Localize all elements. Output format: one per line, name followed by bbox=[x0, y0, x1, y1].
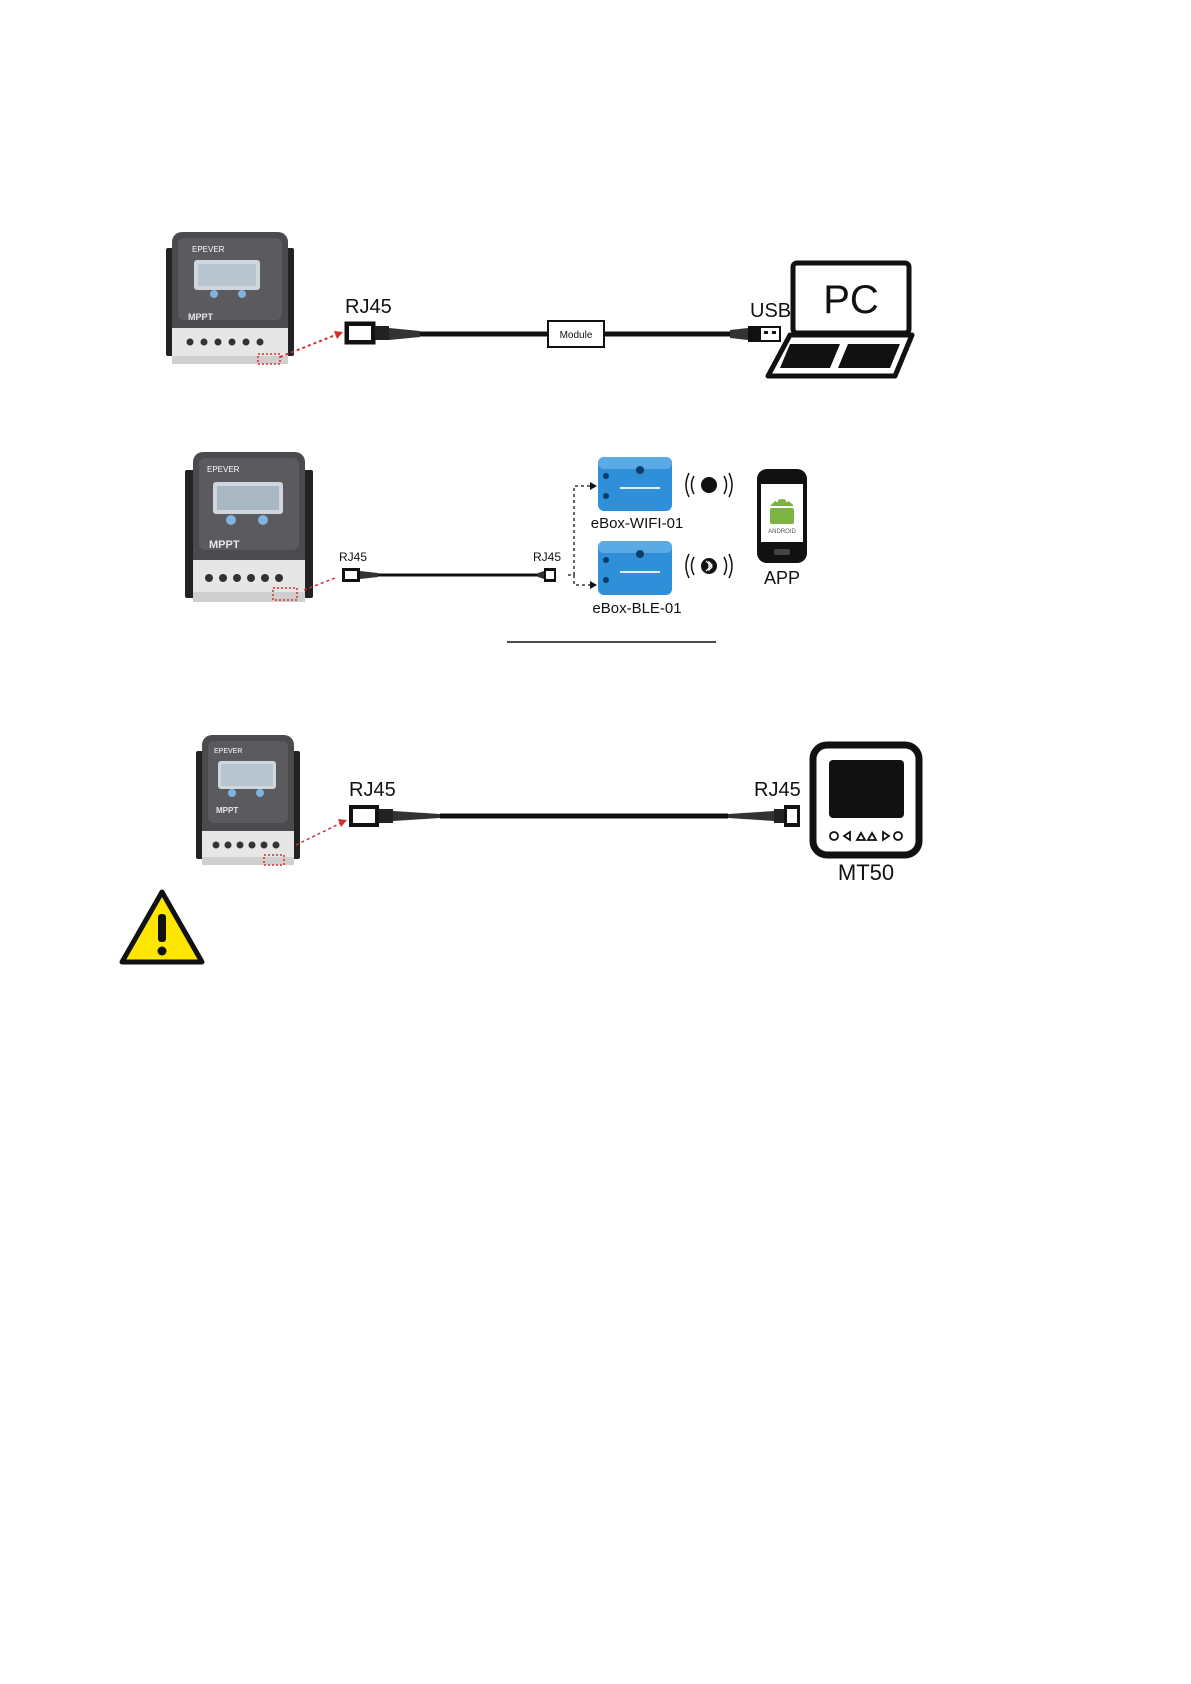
mt50-label: MT50 bbox=[838, 860, 894, 885]
controller-model: MPPT bbox=[209, 539, 240, 551]
rj45-right-label: RJ45 bbox=[754, 779, 801, 801]
rj45-label: RJ45 bbox=[345, 296, 392, 318]
controller-brand: EPEVER bbox=[207, 465, 240, 474]
rj45-connector-right bbox=[538, 568, 556, 582]
mt50-display-icon bbox=[813, 745, 919, 855]
pc-label: PC bbox=[823, 278, 879, 322]
controller-model: MPPT bbox=[188, 312, 214, 322]
controller-model: MPPT bbox=[216, 806, 238, 815]
warning-icon bbox=[118, 888, 206, 968]
android-phone-icon: ANDROID bbox=[757, 469, 807, 563]
rj45-connector-left bbox=[349, 805, 440, 827]
usb-connector bbox=[730, 326, 780, 342]
controller-device: EPEVER MPPT bbox=[196, 735, 300, 865]
bluetooth-signal-icon bbox=[686, 554, 732, 578]
android-text: ANDROID bbox=[768, 529, 796, 535]
controller-device: EPEVER MPPT bbox=[185, 452, 313, 602]
usb-label: USB bbox=[750, 300, 791, 322]
rj45-connector-right bbox=[728, 805, 800, 827]
controller-brand: EPEVER bbox=[214, 748, 242, 755]
ebox-wifi-label: eBox-WIFI-01 bbox=[591, 515, 684, 532]
rj45-left-label: RJ45 bbox=[339, 550, 367, 564]
rj45-left-label: RJ45 bbox=[349, 779, 396, 801]
diagram-pc-connection: EPEVER MPPT RJ45 Module USB bbox=[0, 0, 1191, 400]
wifi-signal-icon bbox=[686, 473, 732, 497]
rj45-connector bbox=[345, 322, 420, 344]
controller-device: EPEVER MPPT bbox=[166, 232, 294, 364]
module-box: Module bbox=[548, 321, 604, 347]
controller-brand: EPEVER bbox=[192, 245, 225, 254]
module-label: Module bbox=[560, 330, 593, 341]
ebox-ble-device bbox=[598, 541, 672, 595]
app-label: APP bbox=[764, 568, 800, 588]
ebox-ble-label: eBox-BLE-01 bbox=[592, 600, 681, 617]
rj45-right-label: RJ45 bbox=[533, 550, 561, 564]
rj45-connector-left bbox=[342, 568, 378, 582]
diagram-app-connection: EPEVER MPPT RJ45 RJ45 bbox=[0, 400, 1191, 660]
ebox-wifi-device bbox=[598, 457, 672, 511]
